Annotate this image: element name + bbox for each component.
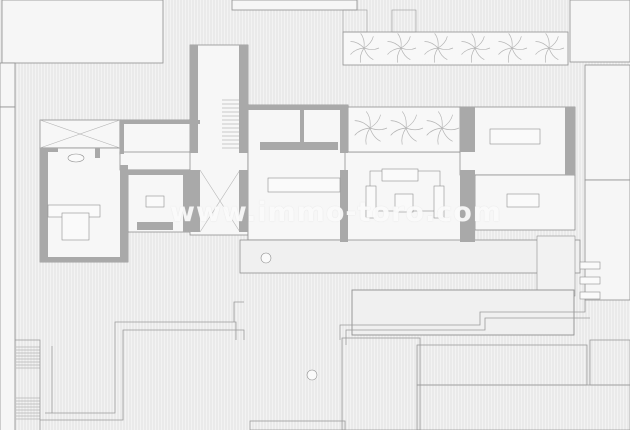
bed [61,212,90,241]
palm-frond [390,120,407,129]
terrace-steps [15,300,630,430]
palm-frond [401,111,407,129]
palm-frond [437,47,448,61]
palm-frond [390,127,407,136]
palm-frond [365,111,371,129]
top-stairs [342,9,417,33]
palm-frond [498,41,513,49]
lounger-3 [579,291,601,300]
skylights [39,119,241,233]
pool [351,289,575,336]
palm-frond [363,47,374,61]
palm-frond [405,114,417,129]
palm-frond [387,47,402,55]
outdoor-table [506,193,540,208]
palm-frond [365,127,371,145]
palm-frond [424,47,439,55]
sofa [381,168,419,182]
palm-frond [511,36,522,49]
palm-frond [498,47,513,55]
desk [145,195,165,208]
palm-frond [360,33,365,49]
palm-frond [396,47,402,63]
palm-frond [424,41,439,49]
palm-frond [474,36,485,49]
palm-frond [548,47,559,61]
palm-frond [387,41,402,49]
palm-frond [363,36,374,49]
palm-frond [535,47,550,55]
palm-frond [359,47,365,63]
palm-frond [405,127,417,142]
palm-frond [548,36,559,49]
palm-frond [363,47,380,50]
walls [40,45,575,262]
pool-shallow [536,235,576,297]
palm-frond [437,47,454,50]
palm-frond [441,114,453,129]
palm-frond [437,111,443,129]
lounger-2 [579,276,601,285]
palm-frond [470,47,476,63]
palm-frond [441,127,453,142]
palm-frond [350,47,365,55]
palm-frond [507,47,513,63]
palm-frond [400,36,411,49]
dining-table [489,128,541,145]
palm-frond [441,127,460,131]
bathtub [67,153,85,163]
palm-frond [433,47,439,63]
palm-frond [511,47,528,50]
palm-frond [474,47,485,61]
palm-frond [437,127,443,145]
exterior-stairs [16,346,40,420]
palm-frond [426,120,443,129]
patio-table [260,252,272,264]
palm-frond [474,47,491,50]
kitchen-island [267,177,341,193]
palm-frond [426,127,443,136]
palm-frond [434,33,439,49]
palm-frond [548,47,565,50]
palm-frond [350,41,365,49]
palm-frond [511,47,522,61]
palm-frond [405,127,424,131]
coffee-table [394,193,414,213]
patio-table-lower [306,369,318,381]
palm-frond [471,33,476,49]
interior-stairs [222,99,239,149]
palm-frond [401,127,407,145]
lounger-1 [579,261,601,270]
palm-frond [397,33,402,49]
palm-courtyard [347,106,461,153]
palm-frond [369,114,381,129]
furniture [47,128,601,381]
palm-frond [400,47,411,61]
palm-frond [354,127,371,136]
palm-frond [437,36,448,49]
armchair-left [365,185,377,219]
palm-frond [461,47,476,55]
palm-planter-top [342,31,569,66]
palm-frond [354,120,371,129]
palm-frond [545,33,550,49]
palm-frond [400,47,417,50]
palm-frond [369,127,388,131]
palm-frond [369,127,381,142]
palm-frond [535,41,550,49]
palm-frond [508,33,513,49]
palm-frond [544,47,550,63]
armchair-right [433,185,445,219]
palm-frond [461,41,476,49]
watermark: www.immo-toro.com [170,197,502,228]
